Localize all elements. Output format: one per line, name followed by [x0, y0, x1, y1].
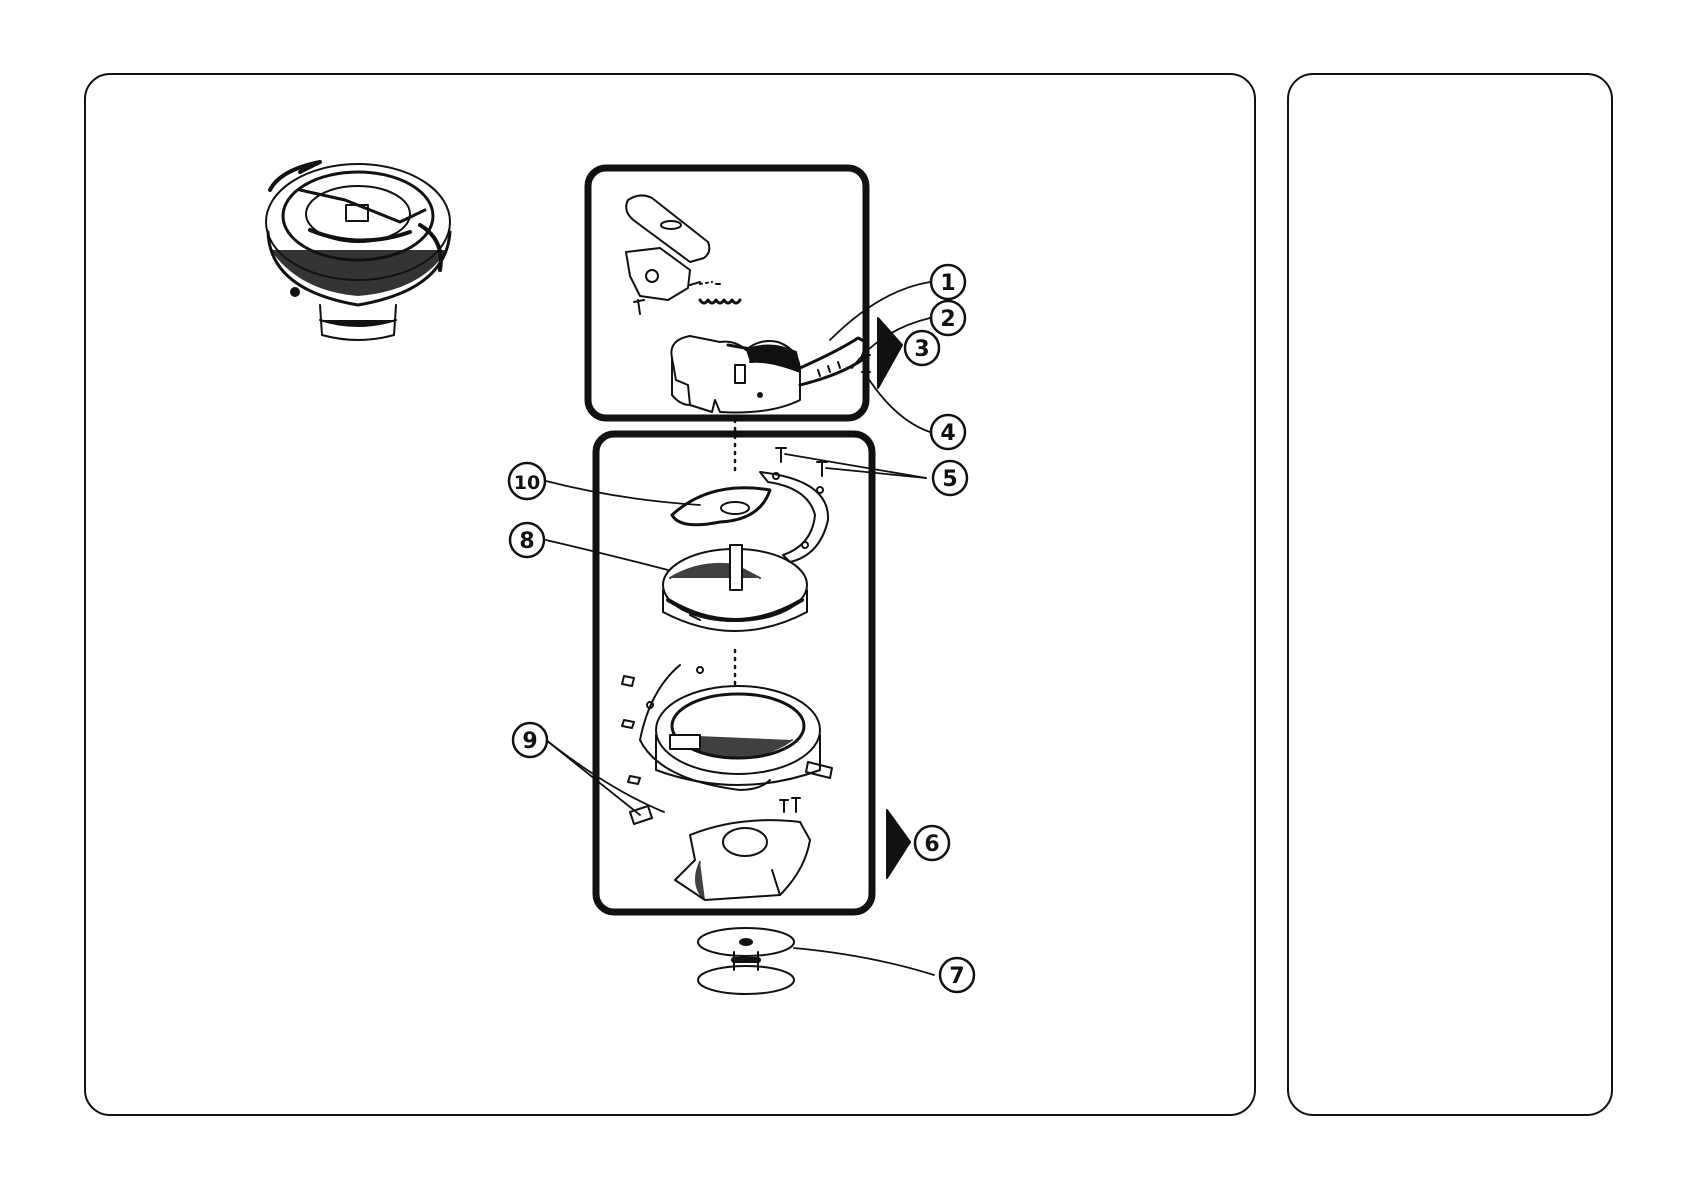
svg-text:4: 4	[940, 421, 955, 446]
latch-plate	[626, 195, 709, 262]
svg-text:2: 2	[940, 307, 955, 332]
assembled-hook-illustration	[266, 162, 450, 340]
hook-screw-b	[817, 462, 827, 476]
svg-text:6: 6	[924, 832, 939, 857]
callout-8: 8	[510, 523, 544, 557]
svg-text:9: 9	[522, 729, 537, 754]
arrow-6	[887, 810, 910, 878]
hook-screw-a	[776, 448, 786, 462]
svg-text:3: 3	[914, 337, 929, 362]
callout-7: 7	[940, 958, 974, 992]
hook-driver	[675, 820, 810, 900]
callout-2: 2	[931, 301, 965, 335]
callout-1: 1	[931, 265, 965, 299]
callout-10: 10	[509, 463, 545, 499]
spring-coil	[700, 300, 740, 303]
hook-screw-pair	[780, 798, 800, 812]
bobbin-case-frame	[588, 168, 866, 418]
callout-6: 6	[915, 826, 949, 860]
svg-text:7: 7	[949, 964, 964, 989]
callout-4: 4	[931, 415, 965, 449]
callout-9: 9	[513, 723, 547, 757]
svg-text:10: 10	[514, 472, 540, 494]
hook-assembly	[640, 665, 820, 790]
hook-body-frame	[596, 434, 872, 912]
bobbin-case-body	[671, 336, 800, 413]
bobbin-case-holder-washer	[672, 488, 770, 525]
leader-lines	[546, 282, 934, 975]
callout-3: 3	[905, 331, 939, 365]
hook-screw-left-top	[622, 676, 634, 686]
screw-small	[634, 300, 644, 314]
callout-5: 5	[933, 461, 967, 495]
hook-screw-left-low	[628, 776, 640, 784]
bobbin	[698, 928, 794, 994]
svg-text:8: 8	[519, 529, 534, 554]
gib	[760, 472, 828, 562]
svg-text:1: 1	[940, 271, 955, 296]
svg-text:5: 5	[942, 467, 957, 492]
hook-screw-left-mid	[622, 720, 634, 728]
